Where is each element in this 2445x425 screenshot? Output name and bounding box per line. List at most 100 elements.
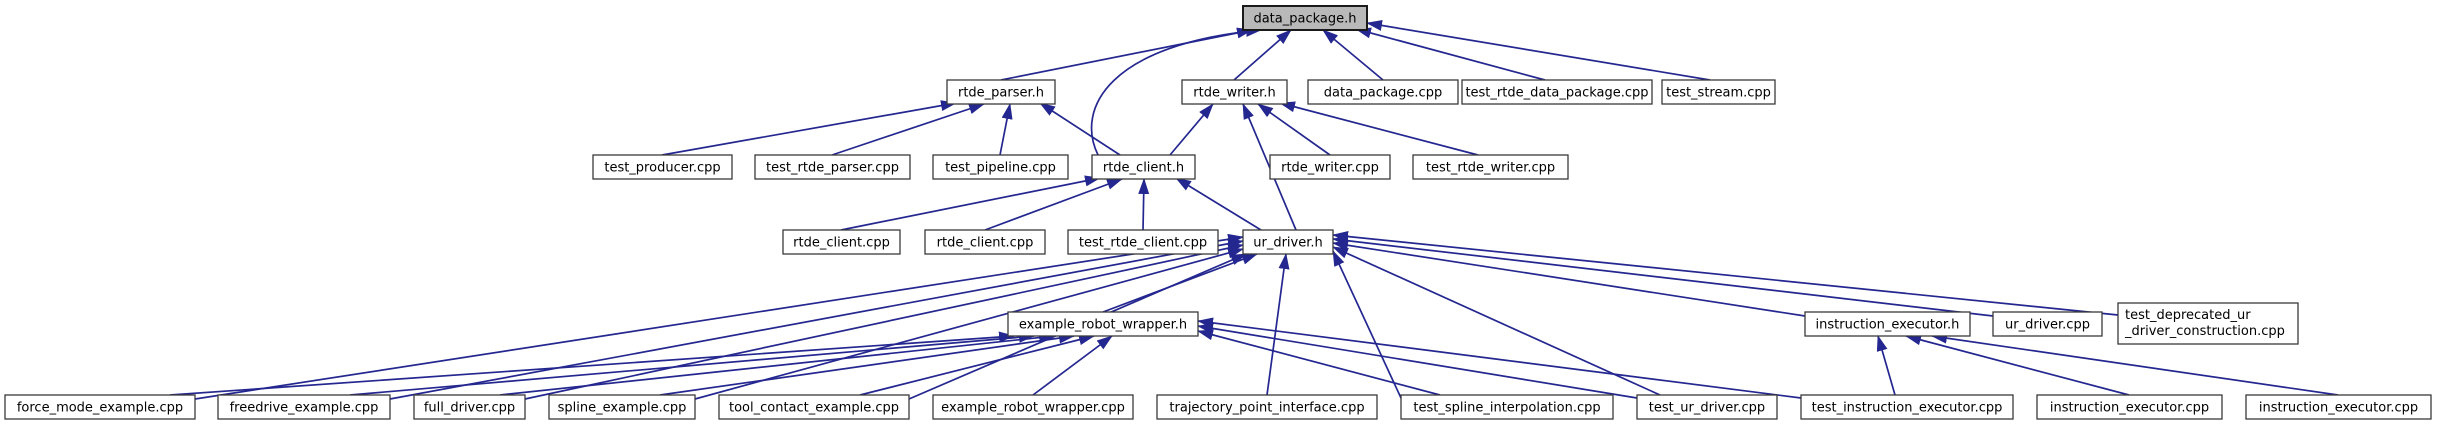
graph-node-label: test_rtde_parser.cpp — [766, 161, 899, 176]
graph-edge-full_driver_cpp-to-example_robot_wrapper_h — [499, 332, 1055, 396]
graph-node-label: spline_example.cpp — [558, 401, 687, 416]
graph-edge-instruction_executor_h-to-ur_driver_h — [1332, 239, 1806, 317]
graph-node-ur_driver_cpp[interactable]: ur_driver.cpp — [1992, 311, 2103, 337]
graph-node-label: rtde_client.cpp — [793, 236, 890, 251]
graph-node-label: test_producer.cpp — [604, 161, 720, 176]
graph-node-rtde_writer_cpp[interactable]: rtde_writer.cpp — [1269, 154, 1391, 180]
graph-node-test_rtde_parser_cpp[interactable]: test_rtde_parser.cpp — [754, 154, 911, 180]
graph-edge-data_package_cpp-to-data_package_h — [1322, 29, 1384, 81]
graph-node-data_package_cpp[interactable]: data_package.cpp — [1307, 79, 1459, 105]
graph-node-tool_contact_example_cpp[interactable]: tool_contact_example.cpp — [718, 394, 910, 420]
graph-edge-ur_driver_cpp-to-ur_driver_h — [1332, 235, 1994, 317]
graph-node-label: instruction_executor.cpp — [2259, 401, 2418, 416]
graph-edge-full_driver_cpp-to-ur_driver_h — [524, 242, 1244, 400]
graph-node-freedrive_example_cpp[interactable]: freedrive_example.cpp — [217, 394, 391, 420]
graph-node-label: force_mode_example.cpp — [17, 401, 183, 416]
graph-edge-rtde_writer_h-to-data_package_h — [1233, 29, 1292, 81]
graph-node-label: test_rtde_client.cpp — [1079, 236, 1207, 251]
graph-edge-test_producer_cpp-to-rtde_parser_h — [661, 100, 957, 156]
graph-node-force_mode_example_cpp[interactable]: force_mode_example.cpp — [4, 394, 196, 420]
graph-edge-freedrive_example_cpp-to-example_robot_wrapper_h — [349, 331, 1035, 396]
graph-edge-force_mode_example_cpp-to-ur_driver_h — [194, 233, 1244, 400]
graph-node-label: test_ur_driver.cpp — [1649, 401, 1765, 416]
graph-edge-test_pipeline_cpp-to-rtde_parser_h — [999, 103, 1013, 156]
graph-edge-tool_contact_example_cpp-to-example_robot_wrapper_h — [859, 334, 1095, 396]
graph-edge-force_mode_example_cpp-to-example_robot_wrapper_h — [169, 331, 1015, 396]
graph-node-label: full_driver.cpp — [424, 401, 515, 416]
graph-edge-instruction_executor_cpp_1-to-instruction_executor_h — [1905, 334, 2130, 396]
graph-node-rtde_writer_h[interactable]: rtde_writer.h — [1181, 79, 1288, 105]
graph-node-trajectory_point_interface_cpp[interactable]: trajectory_point_interface.cpp — [1156, 394, 1378, 420]
graph-edge-test_rtde_client_cpp-to-rtde_client_h — [1138, 178, 1150, 231]
graph-edge-test_rtde_data_package_cpp-to-data_package_h — [1355, 27, 1546, 81]
graph-edge-rtde_client_h-to-rtde_parser_h — [1039, 102, 1121, 156]
graph-edge-test_stream_cpp-to-data_package_h — [1366, 20, 1711, 81]
graph-edge-rtde_writer_cpp-to-rtde_writer_h — [1257, 103, 1331, 156]
graph-node-label: test_spline_interpolation.cpp — [1413, 401, 1600, 416]
graph-node-instruction_executor_cpp_2[interactable]: instruction_executor.cpp — [2245, 394, 2432, 420]
graph-edge-freedrive_example_cpp-to-ur_driver_h — [389, 238, 1244, 400]
graph-node-instruction_executor_cpp_1[interactable]: instruction_executor.cpp — [2036, 394, 2223, 420]
graph-node-test_rtde_writer_cpp[interactable]: test_rtde_writer.cpp — [1412, 154, 1569, 180]
graph-node-label: instruction_executor.h — [1816, 318, 1960, 333]
graph-node-data_package_h[interactable]: data_package.h — [1242, 5, 1368, 31]
graph-edge-test_instruction_executor_cpp-to-example_robot_wrapper_h — [1197, 317, 1802, 399]
graph-node-example_robot_wrapper_cpp[interactable]: example_robot_wrapper.cpp — [932, 394, 1134, 420]
graph-edge-test_spline_interpolation_cpp-to-example_robot_wrapper_h — [1197, 329, 1441, 396]
graph-node-rtde_parser_h[interactable]: rtde_parser.h — [946, 79, 1056, 105]
graph-edge-test_rtde_parser_cpp-to-rtde_parser_h — [831, 103, 985, 156]
graph-node-instruction_executor_h[interactable]: instruction_executor.h — [1804, 311, 1971, 337]
graph-node-test_stream_cpp[interactable]: test_stream.cpp — [1661, 79, 1776, 105]
graph-edge-spline_example_cpp-to-ur_driver_h — [694, 247, 1244, 400]
graph-node-label: rtde_client.h — [1103, 161, 1184, 176]
graph-node-full_driver_cpp[interactable]: full_driver.cpp — [413, 394, 526, 420]
graph-node-test_ur_driver_cpp[interactable]: test_ur_driver.cpp — [1636, 394, 1778, 420]
graph-node-label: example_robot_wrapper.cpp — [941, 401, 1125, 416]
graph-edge-test_deprecated_ur_driver_construction_cpp-to-ur_driver_h — [1332, 231, 2119, 316]
graph-edge-ur_driver_h-to-rtde_client_h — [1175, 177, 1262, 231]
graph-node-label: ur_driver.h — [1253, 236, 1323, 251]
graph-node-test_rtde_data_package_cpp[interactable]: test_rtde_data_package.cpp — [1461, 79, 1653, 105]
graph-node-label: rtde_writer.cpp — [1281, 161, 1379, 176]
graph-node-label: freedrive_example.cpp — [230, 401, 379, 416]
graph-edge-rtde_client_h-to-rtde_writer_h — [1169, 103, 1214, 156]
graph-node-test_producer_cpp[interactable]: test_producer.cpp — [592, 154, 733, 180]
graph-node-label: tool_contact_example.cpp — [729, 401, 899, 416]
graph-edge-test_ur_driver_cpp-to-example_robot_wrapper_h — [1197, 323, 1638, 399]
graph-node-rtde_client_cpp_1[interactable]: rtde_client.cpp — [782, 229, 901, 255]
graph-node-rtde_client_cpp_2[interactable]: rtde_client.cpp — [924, 229, 1046, 255]
graph-edge-test_instruction_executor_cpp-to-instruction_executor_h — [1876, 335, 1896, 396]
graph-node-label: test_deprecated_ur_driver_construction.c… — [2124, 308, 2285, 339]
graph-edge-rtde_parser_h-to-data_package_h — [1000, 27, 1253, 81]
graph-edge-spline_example_cpp-to-example_robot_wrapper_h — [659, 332, 1075, 396]
graph-node-test_rtde_client_cpp[interactable]: test_rtde_client.cpp — [1067, 229, 1219, 255]
graph-node-label: rtde_parser.h — [958, 86, 1044, 101]
graph-node-label: data_package.h — [1253, 12, 1356, 27]
graph-node-label: trajectory_point_interface.cpp — [1169, 401, 1364, 416]
graph-node-label: test_rtde_data_package.cpp — [1465, 86, 1648, 101]
graph-edge-test_spline_interpolation_cpp-to-ur_driver_h — [1332, 250, 1402, 399]
graph-node-label: rtde_client.cpp — [937, 236, 1034, 251]
graph-node-label: instruction_executor.cpp — [2050, 401, 2209, 416]
graph-node-example_robot_wrapper_h[interactable]: example_robot_wrapper.h — [1007, 311, 1199, 337]
graph-edge-example_robot_wrapper_cpp-to-example_robot_wrapper_h — [1032, 335, 1113, 396]
graph-edge-instruction_executor_cpp_2-to-instruction_executor_h — [1931, 332, 2339, 396]
graph-node-test_instruction_executor_cpp[interactable]: test_instruction_executor.cpp — [1800, 394, 2014, 420]
graph-node-rtde_client_h[interactable]: rtde_client.h — [1091, 154, 1196, 180]
graph-edge-trajectory_point_interface_cpp-to-ur_driver_h — [1266, 253, 1290, 396]
graph-edge-rtde_client_cpp_1-to-rtde_client_h — [840, 175, 1101, 231]
graph-node-ur_driver_h[interactable]: ur_driver.h — [1242, 229, 1334, 255]
graph-node-label: test_rtde_writer.cpp — [1426, 161, 1555, 176]
graph-node-test_spline_interpolation_cpp[interactable]: test_spline_interpolation.cpp — [1400, 394, 1614, 420]
graph-node-label: example_robot_wrapper.h — [1019, 318, 1187, 333]
graph-node-label: ur_driver.cpp — [2005, 318, 2090, 333]
graph-node-label: test_instruction_executor.cpp — [1812, 401, 2003, 416]
graph-node-spline_example_cpp[interactable]: spline_example.cpp — [548, 394, 696, 420]
graph-node-test_deprecated_ur_driver_construction_cpp[interactable]: test_deprecated_ur_driver_construction.c… — [2117, 302, 2299, 345]
graph-node-label: data_package.cpp — [1324, 86, 1442, 101]
graph-node-test_pipeline_cpp[interactable]: test_pipeline.cpp — [932, 154, 1069, 180]
graph-node-label: test_pipeline.cpp — [945, 161, 1056, 176]
graph-edge-test_ur_driver_cpp-to-ur_driver_h — [1332, 246, 1661, 396]
